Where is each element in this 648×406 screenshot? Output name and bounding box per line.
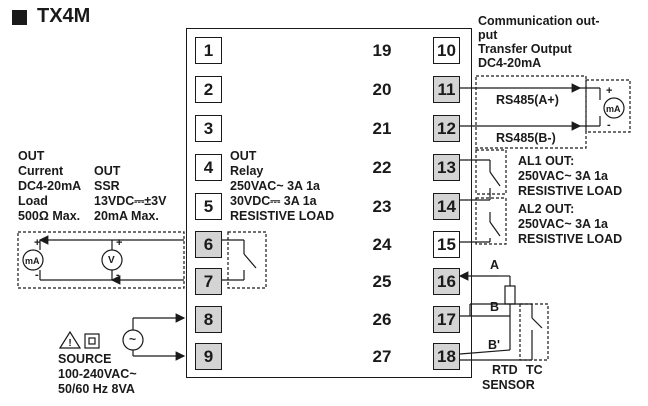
ma-right-text: mA xyxy=(606,104,621,114)
terminal-17: 17 xyxy=(433,306,460,333)
terminal-23: 23 xyxy=(372,197,392,216)
ma-right-minus: - xyxy=(607,119,611,131)
al2-dashed-box xyxy=(475,197,507,245)
comm-label-2: put xyxy=(478,28,498,42)
controller-panel xyxy=(186,28,472,378)
sensor-label: SENSOR xyxy=(482,378,535,392)
al1-dashed-box xyxy=(475,149,507,195)
al2-label-2: 250VAC~ 3A 1a xyxy=(518,217,608,231)
v-minus: - xyxy=(116,269,120,281)
out-relay-label-4: 30VDC⎓ 3A 1a xyxy=(230,194,317,208)
terminal-26: 26 xyxy=(372,310,392,329)
out-ssr-label-2: SSR xyxy=(94,179,120,193)
terminal-18: 18 xyxy=(433,343,460,370)
terminal-22: 22 xyxy=(372,158,392,177)
source-label-1: SOURCE xyxy=(58,352,112,366)
rs485-b-label: RS485(B-) xyxy=(496,131,556,145)
rtd-b2-label: B' xyxy=(488,338,500,352)
al2-label-1: AL2 OUT: xyxy=(518,202,575,216)
ac-source-icon xyxy=(122,329,144,351)
ma-left-minus: - xyxy=(35,269,39,281)
out-current-label-1: OUT xyxy=(18,149,45,163)
terminal-24: 24 xyxy=(372,235,392,254)
out-current-label-3: DC4-20mA xyxy=(18,179,82,193)
out-current-label-5: 500Ω Max. xyxy=(18,209,81,223)
ma-right-plus: + xyxy=(606,85,613,97)
diagram-title: TX4M xyxy=(37,5,91,27)
out-ssr-label-4: 20mA Max. xyxy=(94,209,159,223)
ac-source-tilde: ~ xyxy=(129,332,137,346)
terminal-16: 16 xyxy=(433,268,460,295)
rtd-b-label: B xyxy=(490,300,500,314)
terminal-4: 4 xyxy=(195,154,222,181)
al1-label-3: RESISTIVE LOAD xyxy=(518,184,623,198)
out-current-label-4: Load xyxy=(18,194,48,208)
warning-icon xyxy=(58,330,82,349)
source-label-2: 100-240VAC~ xyxy=(58,367,137,381)
tc-label: TC xyxy=(526,363,543,377)
terminal-1: 1 xyxy=(195,37,222,64)
terminal-27: 27 xyxy=(372,347,392,366)
terminal-20: 20 xyxy=(372,80,392,99)
out-relay-label-1: OUT xyxy=(230,149,257,163)
al1-label-2: 250VAC~ 3A 1a xyxy=(518,169,608,183)
terminal-15: 15 xyxy=(433,231,460,258)
out-ssr-label-3: 13VDC⎓±3V xyxy=(94,194,167,208)
out-relay-label-5: RESISTIVE LOAD xyxy=(230,209,335,223)
ma-left-text: mA xyxy=(25,256,40,266)
terminal-14: 14 xyxy=(433,193,460,220)
rtd-resistor xyxy=(504,285,516,305)
terminal-8: 8 xyxy=(195,306,222,333)
out-current-label-2: Current xyxy=(18,164,64,178)
ma-left-plus: + xyxy=(34,237,41,249)
double-insulation-icon xyxy=(84,333,100,349)
terminal-11: 11 xyxy=(433,76,460,103)
out-relay-label-3: 250VAC~ 3A 1a xyxy=(230,179,320,193)
rs485-a-label: RS485(A+) xyxy=(496,93,559,107)
terminal-2: 2 xyxy=(195,76,222,103)
terminal-9: 9 xyxy=(195,343,222,370)
terminal-25: 25 xyxy=(372,272,392,291)
terminal-3: 3 xyxy=(195,115,222,142)
ma-meter-right xyxy=(603,97,625,119)
terminal-7: 7 xyxy=(195,268,222,295)
terminal-6: 6 xyxy=(195,231,222,258)
tc-dashed-box xyxy=(519,303,549,361)
al2-label-3: RESISTIVE LOAD xyxy=(518,232,623,246)
ma-meter-left xyxy=(22,249,44,271)
terminal-13: 13 xyxy=(433,154,460,181)
rtd-label: RTD xyxy=(492,363,518,377)
comm-label-1: Communication out- xyxy=(478,14,600,28)
relay-dashed-box xyxy=(227,231,267,289)
terminal-10: 10 xyxy=(433,37,460,64)
out-ssr-label-1: OUT xyxy=(94,164,121,178)
v-text: V xyxy=(108,255,115,266)
out-relay-label-2: Relay xyxy=(230,164,264,178)
al1-label-1: AL1 OUT: xyxy=(518,154,575,168)
v-plus: + xyxy=(116,237,123,249)
comm-label-3: Transfer Output xyxy=(478,42,572,56)
title-square-icon xyxy=(12,10,27,25)
transfer-dashed-box xyxy=(585,79,631,133)
terminal-12: 12 xyxy=(433,115,460,142)
comm-label-4: DC4-20mA xyxy=(478,56,542,70)
terminal-19: 19 xyxy=(372,41,392,60)
source-label-3: 50/60 Hz 8VA xyxy=(58,382,135,396)
terminal-21: 21 xyxy=(372,119,392,138)
rtd-a-label: A xyxy=(490,258,500,272)
out-current-ssr-dashed-box xyxy=(17,231,185,289)
svg-text:!: ! xyxy=(68,338,71,349)
terminal-5: 5 xyxy=(195,193,222,220)
